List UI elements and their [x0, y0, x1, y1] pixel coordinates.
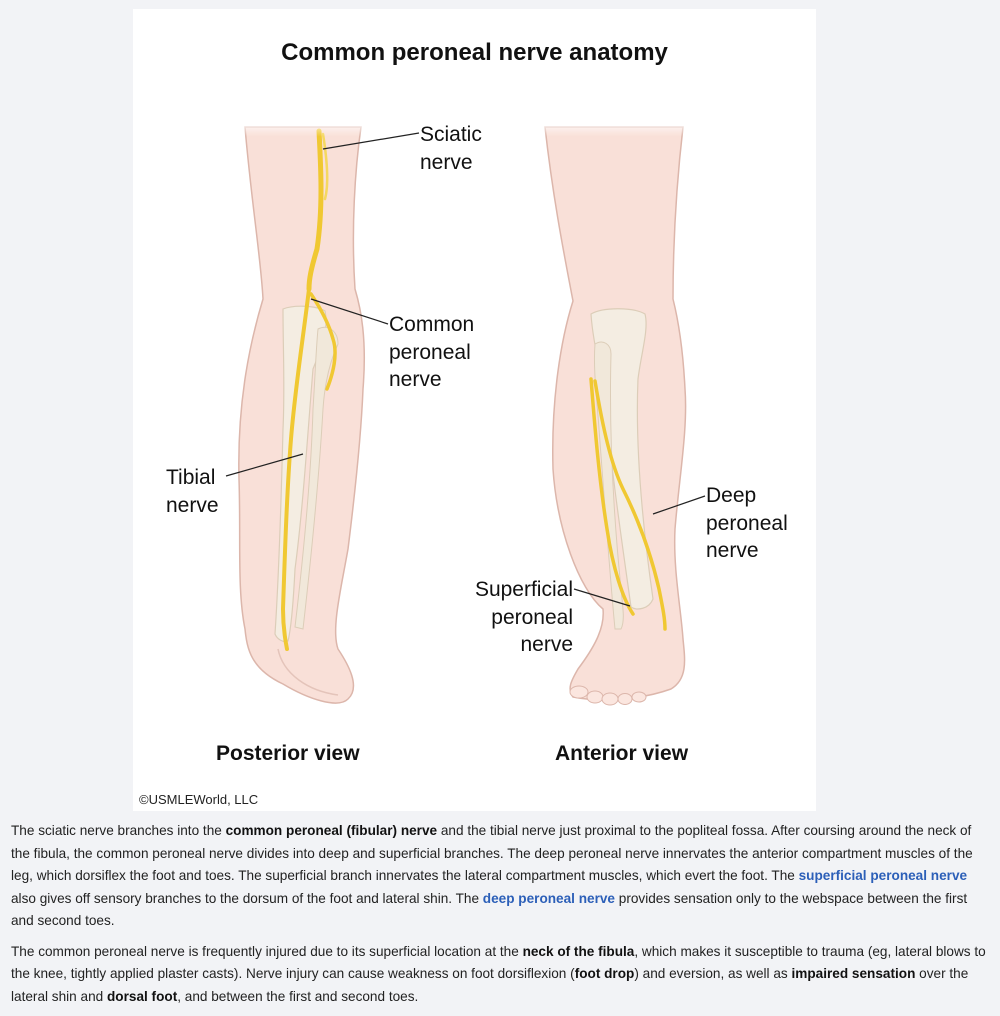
tibial-label-line: Tibial: [166, 466, 216, 489]
superficial-peroneal-label-line: nerve: [520, 633, 573, 656]
superficial-peroneal-nerve-label: Superficial peroneal nerve: [453, 576, 573, 659]
text-run: ) and eversion, as well as: [634, 966, 792, 981]
sciatic-nerve-label: Sciatic nerve: [420, 121, 482, 176]
anterior-toes: [569, 685, 647, 706]
text-run: over the lateral shin and: [11, 966, 969, 1004]
superficial-peroneal-nerve-path: [589, 377, 635, 616]
sciatic-leader: [322, 132, 420, 150]
text-run: The common peroneal nerve is frequently …: [11, 943, 523, 959]
superficial-peroneal-nerve-link[interactable]: superficial peroneal nerve: [798, 868, 968, 883]
bold-term: foot drop: [574, 966, 635, 981]
tibial-nerve-label: Tibial nerve: [166, 464, 219, 519]
posterior-leg: [233, 119, 373, 704]
tibial-nerve-path: [280, 287, 311, 651]
deep-peroneal-nerve-label: Deep peroneal nerve: [706, 482, 788, 565]
text-run: , which makes it susceptible to trauma (…: [11, 943, 986, 982]
superficial-peroneal-label-line: Superficial: [474, 578, 573, 601]
common-peroneal-leader: [310, 298, 389, 325]
explanation-paragraph-2: The common peroneal nerve is frequently …: [11, 941, 986, 1009]
anatomy-illustration: [225, 119, 706, 706]
text-run: also gives off sensory branches to the d…: [11, 890, 483, 906]
deep-peroneal-nerve-link[interactable]: deep peroneal nerve: [482, 890, 615, 906]
common-peroneal-label-line: Common: [389, 313, 475, 336]
anatomy-figure: Common peroneal nerve anatomy Sciatic ne…: [133, 9, 816, 811]
text-run: The sciatic nerve branches into the: [11, 823, 226, 838]
explanation-paragraph-1: The sciatic nerve branches into the comm…: [11, 820, 986, 933]
posterior-view-label: Posterior view: [216, 742, 360, 765]
common-peroneal-label-line: peroneal: [389, 340, 471, 364]
deep-peroneal-nerve-path: [593, 379, 667, 631]
explanation-text: The sciatic nerve branches into the comm…: [11, 820, 986, 1016]
sciatic-label-line: nerve: [420, 150, 473, 174]
copyright-notice: ©USMLEWorld, LLC: [139, 792, 259, 807]
fibula-bone-posterior: [294, 326, 339, 630]
tibial-leader: [225, 453, 304, 477]
deep-peroneal-label-line: nerve: [706, 539, 759, 562]
bold-term: common peroneal (fibular) nerve: [225, 823, 438, 838]
figure-title: Common peroneal nerve anatomy: [281, 39, 668, 66]
text-run: provides sensation only to the webspace …: [11, 890, 968, 929]
posterior-heel: [277, 648, 339, 696]
anterior-view-label: Anterior view: [555, 742, 689, 765]
superficial-peroneal-leader: [573, 588, 631, 607]
bold-term: impaired sensation: [791, 966, 916, 981]
text-run: and the tibial nerve just proximal to th…: [11, 823, 973, 883]
bold-term: neck of the fibula: [522, 943, 635, 959]
common-peroneal-label-line: nerve: [389, 368, 442, 391]
tibial-label-line: nerve: [166, 493, 219, 517]
common-peroneal-nerve-label: Common peroneal nerve: [389, 311, 474, 394]
common-peroneal-nerve-path: [309, 292, 337, 391]
bold-term: dorsal foot: [106, 988, 178, 1004]
deep-peroneal-leader: [652, 495, 706, 515]
text-run: , and between the first and second toes.: [177, 988, 419, 1004]
sciatic-label-line: Sciatic: [420, 123, 482, 146]
leader-lines: [225, 132, 706, 607]
superficial-peroneal-label-line: peroneal: [491, 605, 573, 629]
deep-peroneal-label-line: Deep: [706, 484, 757, 507]
deep-peroneal-label-line: peroneal: [706, 511, 788, 535]
anterior-leg: [533, 119, 693, 706]
